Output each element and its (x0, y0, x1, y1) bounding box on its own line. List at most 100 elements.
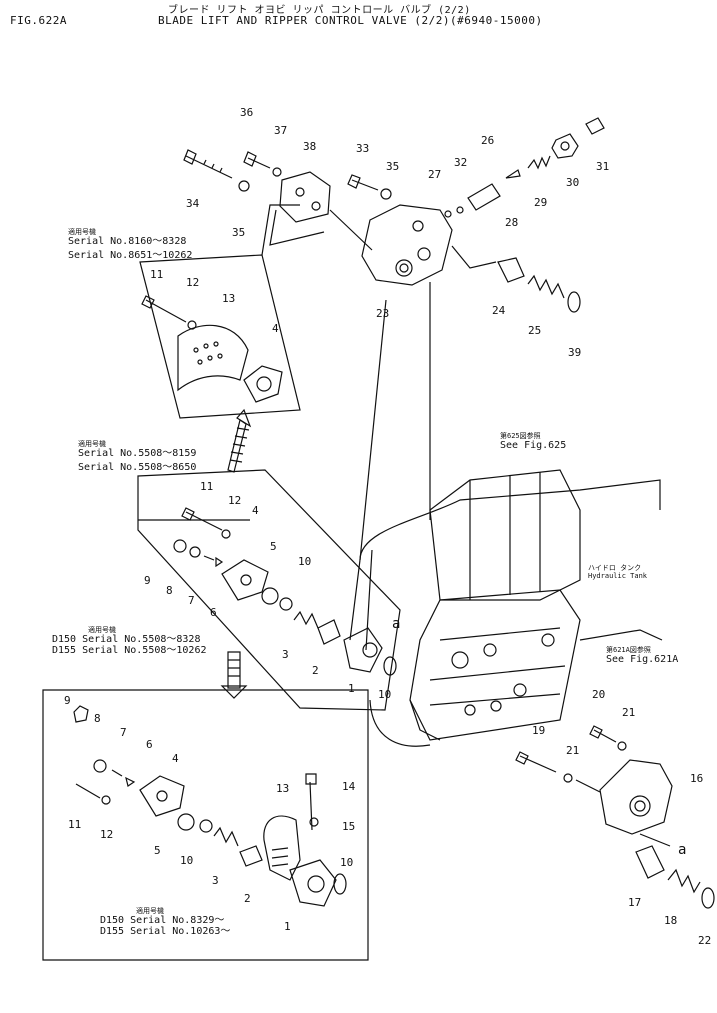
oring-10-box3 (200, 820, 212, 832)
spring-3-box2 (294, 612, 318, 628)
detail-box-2 (138, 470, 400, 710)
oring-27 (445, 211, 451, 217)
part-number: 1 (348, 682, 355, 695)
control-valve-body-lower (410, 590, 580, 740)
part-number: 4 (272, 322, 279, 335)
hydraulic-tank-outline (360, 480, 660, 560)
washer-35 (239, 181, 249, 191)
serial-note-d: 適用号機 D150 Serial No.5508～8328 D155 Seria… (52, 626, 207, 656)
part-number: 35 (386, 160, 400, 173)
part-number: 17 (628, 896, 642, 909)
bolt-20 (594, 730, 616, 742)
part-number: 20 (592, 688, 606, 701)
part-number: 11 (200, 480, 214, 493)
part-number: 38 (303, 140, 317, 153)
part-number: 39 (568, 346, 582, 359)
bolt-34 (186, 156, 232, 178)
part-number: 21 (622, 706, 636, 719)
part-number: 9 (64, 694, 71, 707)
flange-38 (280, 172, 330, 222)
elbow-1-box2 (344, 628, 382, 672)
washer-21a (618, 742, 626, 750)
spring-25 (528, 276, 564, 298)
sleeve-2-box3 (240, 846, 262, 866)
oring-10b-box3 (334, 874, 346, 894)
oring-10b-box2 (384, 657, 396, 675)
part-number: 23 (376, 307, 390, 320)
part-number: 15 (342, 820, 356, 833)
part-number: 16 (690, 772, 704, 785)
part-number: 12 (186, 276, 200, 289)
part-number: 8 (94, 712, 101, 725)
plug-26 (468, 184, 500, 210)
part-number: 4 (172, 752, 179, 765)
part-number: 24 (492, 304, 506, 317)
sleeve-2-box2 (318, 620, 340, 644)
bolt-11-box3 (76, 784, 100, 798)
elbow-1-box3 (290, 860, 336, 906)
plate-5-box2 (262, 588, 278, 604)
cap-9-box3 (74, 706, 88, 722)
flange-4-box2 (222, 560, 268, 600)
serial-note-mid: 適用号機 Serial No.5508～8159 Serial No.5508～… (78, 440, 197, 473)
part-number: 4 (252, 504, 259, 517)
connection-mark-a-left: a (392, 616, 401, 632)
serial-note-bottom: 適用号機 D150 Serial No.8329～ D155 Serial No… (100, 907, 231, 937)
part-number: 31 (596, 160, 610, 173)
part-number: 33 (356, 142, 370, 155)
part-number: 10 (378, 688, 392, 701)
part-number: 7 (120, 726, 127, 739)
bolt-19 (520, 756, 556, 772)
flange-4-box1 (244, 366, 282, 402)
control-valve-body-upper (430, 470, 580, 600)
part-number: 11 (150, 268, 164, 281)
part-number: 29 (534, 196, 548, 209)
part-number: 25 (528, 324, 542, 337)
pin-6-box3 (126, 778, 134, 786)
bolt-14 (310, 782, 312, 830)
part-number: 5 (154, 844, 161, 857)
oring-22 (702, 888, 714, 908)
part-number: 22 (698, 934, 712, 947)
leader-box1 (262, 205, 300, 255)
spring-18 (668, 870, 700, 892)
part-number: 28 (505, 216, 519, 229)
washer-35b (381, 189, 391, 199)
part-number: 10 (340, 856, 354, 869)
arrow-up-hatched (228, 410, 250, 472)
connection-mark-a-right: a (678, 842, 687, 858)
part-number: 3 (212, 874, 219, 887)
detail-box-1 (140, 255, 300, 418)
part-number: 9 (144, 574, 151, 587)
bolt-33 (352, 180, 378, 190)
washer-37 (273, 168, 281, 176)
poppet-28 (506, 170, 520, 178)
cap-9-box2 (174, 540, 186, 552)
nut-30 (552, 134, 578, 158)
pipe-13-box1 (178, 325, 248, 390)
part-number: 26 (481, 134, 495, 147)
spring-7-box2 (204, 556, 214, 560)
screw-31 (586, 118, 604, 134)
figure-title: BLADE LIFT AND RIPPER CONTROL VALVE (2/2… (158, 14, 543, 27)
housing-23 (362, 205, 452, 285)
part-number: 11 (68, 818, 82, 831)
part-number: 32 (454, 156, 468, 169)
sleeve-24 (498, 258, 524, 282)
part-number: 3 (282, 648, 289, 661)
part-number: 1 (284, 920, 291, 933)
part-number: 13 (222, 292, 236, 305)
part-number: 21 (566, 744, 580, 757)
reference-fig-621a: 第621A図参照 See Fig.621A (606, 646, 679, 665)
oring-39 (568, 292, 580, 312)
part-number: 19 (532, 724, 546, 737)
sleeve-17 (636, 846, 664, 878)
part-number: 34 (186, 197, 200, 210)
part-number: 2 (312, 664, 319, 677)
pin-6-box2 (216, 558, 222, 566)
washer-21b (564, 774, 572, 782)
part-number: 12 (228, 494, 242, 507)
part-number: 13 (276, 782, 290, 795)
detail-box-3 (43, 690, 368, 960)
